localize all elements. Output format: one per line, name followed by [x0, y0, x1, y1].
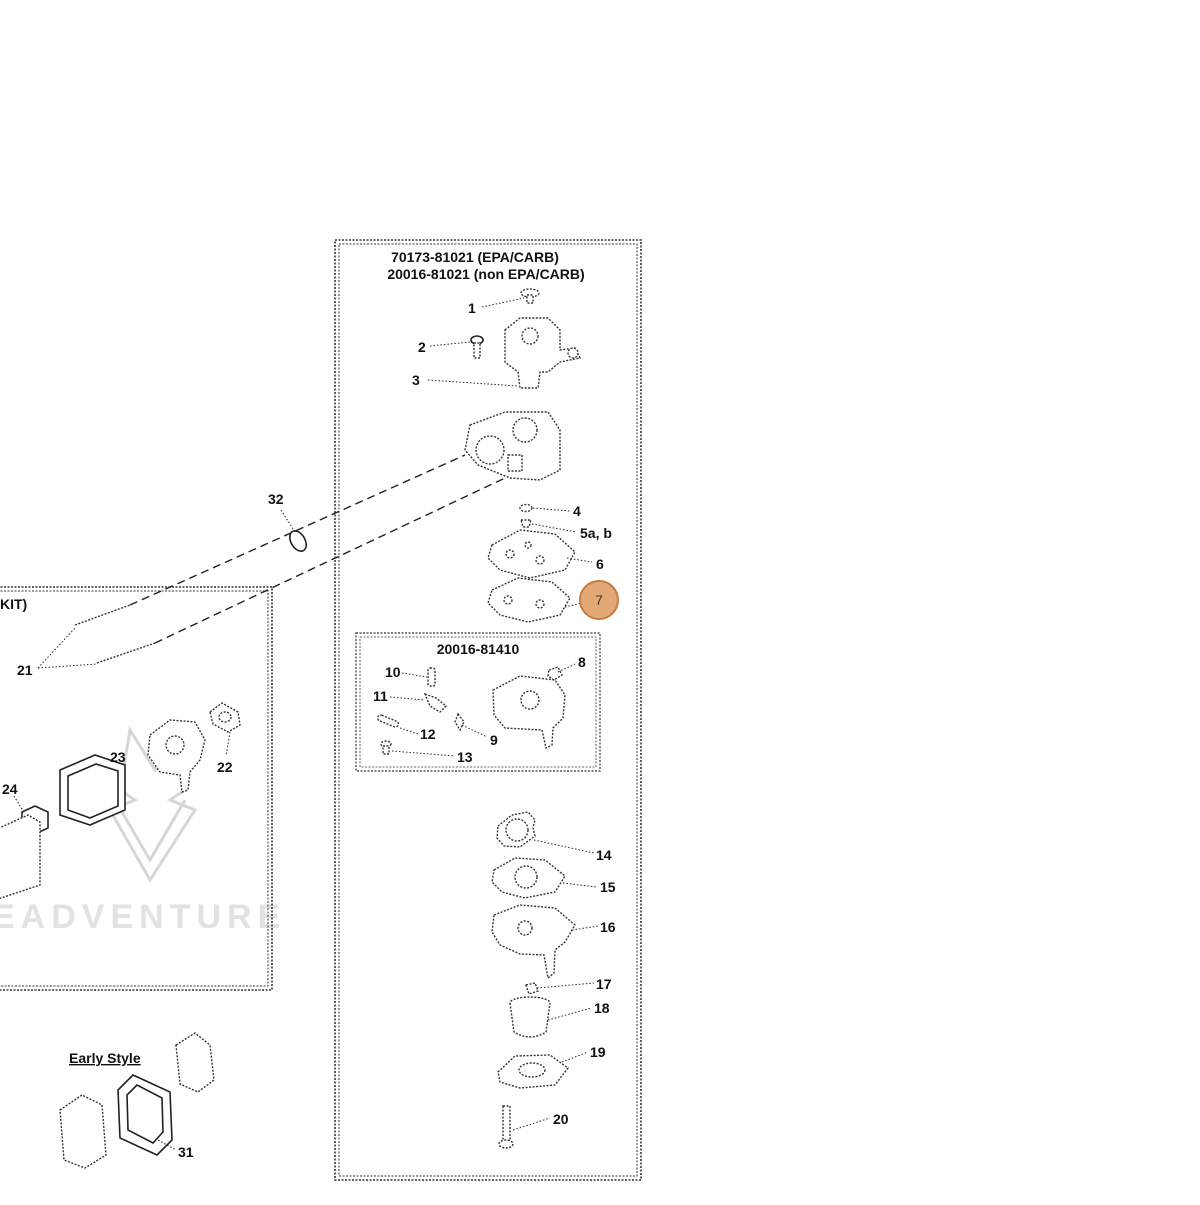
sub-kit-header: 20016-81410 — [437, 641, 520, 657]
callout-32: 32 — [268, 491, 284, 507]
carburetor-body-shape — [464, 411, 561, 481]
callout-14: 14 — [596, 847, 612, 863]
callout-18: 18 — [594, 1000, 610, 1016]
callout-15: 15 — [600, 879, 616, 895]
leader-3 — [427, 379, 519, 387]
leader-17 — [536, 982, 595, 989]
callout-10: 10 — [385, 664, 401, 680]
callout-31: 31 — [178, 1144, 194, 1160]
callout-11: 11 — [373, 688, 388, 704]
leader-4 — [532, 507, 571, 512]
part-21-shape — [74, 604, 156, 664]
part-9-shape — [454, 712, 465, 732]
part-32-shape — [289, 530, 307, 552]
part-4-shape — [519, 503, 533, 513]
main-header-line2: 20016-81021 (non EPA/CARB) — [387, 266, 584, 282]
callout-7[interactable]: 7 — [595, 592, 603, 608]
callout-4: 4 — [573, 503, 581, 519]
metering-body-shape — [492, 675, 566, 750]
fuel-line-upper — [129, 454, 466, 606]
callout-17: 17 — [596, 976, 612, 992]
part-10-shape — [427, 667, 436, 687]
part-8-shape — [547, 666, 563, 681]
part-31-shape — [117, 1074, 173, 1156]
leader-1 — [481, 297, 525, 308]
callout-22: 22 — [217, 759, 233, 775]
part-11-shape — [423, 692, 448, 713]
part-18-shape — [509, 996, 551, 1038]
callout-20: 20 — [553, 1111, 569, 1127]
leader-21a — [37, 627, 76, 669]
part-5-shape — [520, 519, 532, 528]
leader-16 — [571, 925, 599, 931]
leader-19 — [561, 1051, 589, 1063]
leader-14 — [533, 839, 595, 854]
part-19-shape — [497, 1054, 569, 1089]
watermark-text: EADVENTURE — [0, 898, 286, 936]
part-14-shape — [496, 811, 536, 848]
carburetor-assembly-shape — [147, 719, 206, 793]
main-kit-frame — [334, 239, 642, 1181]
leader-2 — [429, 341, 471, 347]
sub-kit-frame-inner — [359, 636, 597, 768]
part-1-shape — [520, 288, 540, 304]
fuel-line-lower — [154, 477, 506, 644]
callout-2: 2 — [418, 339, 426, 355]
leader-20 — [512, 1117, 551, 1131]
part-2-shape — [470, 335, 484, 359]
callout-24: 24 — [2, 781, 18, 797]
early-style-carb-shape — [175, 1032, 215, 1093]
callout-12: 12 — [420, 726, 436, 742]
part-22-shape — [209, 702, 241, 733]
part-7-shape — [487, 577, 571, 623]
callout-8: 8 — [578, 654, 586, 670]
leader-22 — [225, 731, 231, 757]
sub-kit-frame — [355, 632, 601, 772]
early-style-filter-shape — [59, 1094, 107, 1169]
part-17-shape — [525, 982, 539, 995]
part-13-shape — [380, 740, 392, 755]
leader-24 — [13, 795, 26, 815]
leader-23 — [111, 753, 117, 763]
leader-11 — [389, 696, 426, 701]
early-style-label: Early Style — [69, 1050, 141, 1066]
leader-6 — [566, 557, 593, 563]
leader-15 — [562, 882, 598, 888]
callout-13: 13 — [457, 749, 473, 765]
leader-21b — [37, 663, 98, 669]
leader-32 — [280, 509, 296, 533]
part-24-shape — [0, 805, 49, 900]
leader-10 — [401, 672, 428, 678]
left-kit-header: KIT) — [0, 596, 27, 612]
callout-3: 3 — [412, 372, 420, 388]
main-header-line1: 70173-81021 (EPA/CARB) — [391, 249, 559, 265]
callout-21: 21 — [17, 662, 33, 678]
callout-16: 16 — [600, 919, 616, 935]
left-kit-frame-inner — [0, 590, 269, 987]
main-kit-frame-inner — [338, 243, 638, 1177]
leader-18 — [547, 1007, 592, 1021]
leader-5 — [531, 523, 577, 533]
callout-6: 6 — [596, 556, 604, 572]
left-kit-frame — [0, 586, 273, 991]
part-23-shape — [59, 754, 126, 826]
highlight-marker-7[interactable] — [579, 580, 619, 620]
part-3-shape — [504, 317, 582, 389]
part-16-shape — [491, 904, 576, 980]
part-6-shape — [487, 529, 576, 579]
part-20-shape — [498, 1105, 514, 1149]
leader-9 — [461, 724, 488, 738]
callout-5: 5a, b — [580, 525, 612, 541]
leader-13 — [391, 750, 456, 757]
part-12-shape — [376, 714, 400, 728]
leader-12 — [399, 727, 419, 735]
callout-1: 1 — [468, 300, 476, 316]
callout-23: 23 — [110, 749, 126, 765]
callout-9: 9 — [490, 732, 498, 748]
callout-19: 19 — [590, 1044, 606, 1060]
part-15-shape — [491, 857, 566, 899]
